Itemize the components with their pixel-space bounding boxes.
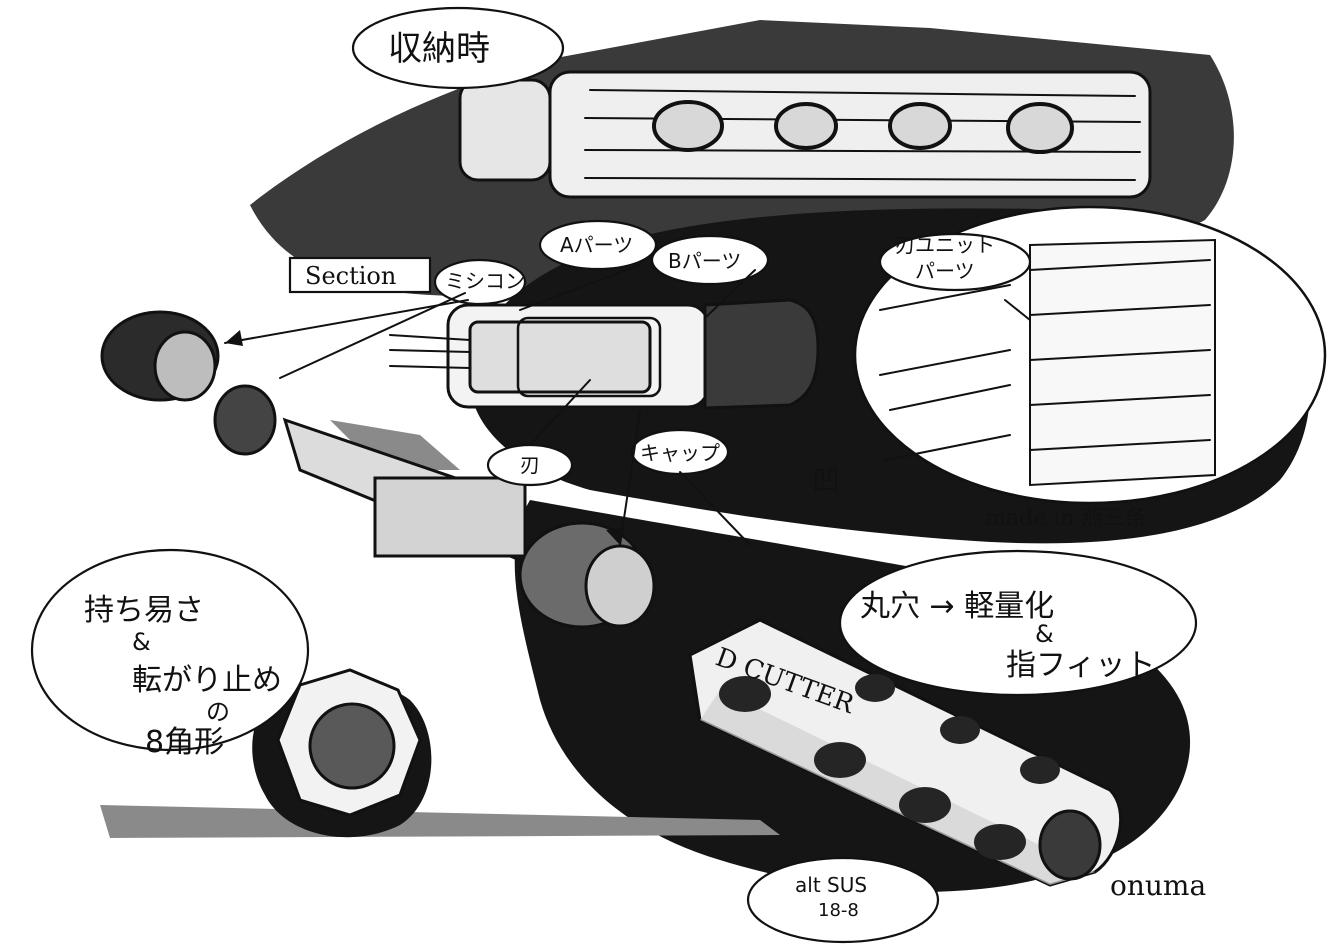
blade-unit-label-line1: 刃ユニット	[895, 233, 995, 257]
storage-body	[458, 70, 1152, 199]
round-hole-note-line3: 指フィット	[1006, 648, 1155, 683]
octagon-note-line2: &	[132, 628, 151, 656]
small-mark-label: 凹	[812, 464, 840, 497]
arrow-icon	[225, 330, 243, 346]
blade-unit-label-line2: パーツ	[915, 259, 975, 283]
cap-label: キャップ	[640, 441, 720, 465]
storage-label: 収納時	[388, 29, 490, 69]
exploded-parts	[100, 310, 656, 629]
main-cutter	[688, 618, 1123, 887]
octagon-note-line1: 持ち易さ	[84, 593, 204, 628]
section-drawing	[389, 298, 820, 410]
material-label-line2: 18-8	[818, 900, 859, 921]
shim-label: ミシコン	[445, 269, 525, 293]
a-part-label: Aパーツ	[560, 233, 633, 257]
blade-short-label: 刃	[520, 453, 540, 477]
octagon-note-line5: 8角形	[145, 725, 224, 760]
octagon-note-line3: 転がり止め	[132, 663, 282, 698]
section-label: Section	[305, 262, 396, 290]
made-in-label: made in 燕三条	[985, 506, 1147, 531]
arrow-icon	[606, 528, 624, 545]
storage-holes	[652, 100, 1074, 154]
leader-lines	[224, 264, 1031, 546]
round-hole-note-line2: &	[1035, 620, 1054, 648]
b-part-label: Bパーツ	[668, 249, 741, 273]
round-hole-note-line1: 丸穴 → 軽量化	[860, 589, 1054, 624]
material-label-line1: alt SUS	[795, 873, 867, 897]
octagon-section	[276, 668, 422, 817]
signature-label: onuma	[1110, 869, 1206, 902]
cutter-holes	[719, 674, 1060, 860]
label-bubbles	[30, 6, 1198, 944]
octagon-note-line4: の	[206, 698, 230, 726]
